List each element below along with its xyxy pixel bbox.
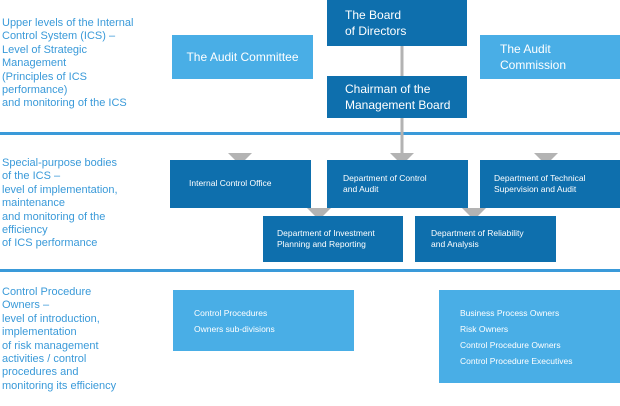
- owners-left-item: Owners sub-divisions: [194, 324, 275, 334]
- owners-right-item: Control Procedure Owners: [460, 340, 561, 350]
- arrow-control-audit-icon: [390, 153, 414, 165]
- owners-left-box: Control Procedures Owners sub-divisions: [173, 290, 354, 351]
- owners-right-box: Business Process Owners Risk Owners Cont…: [439, 290, 620, 383]
- divider-bottom: [0, 269, 620, 272]
- owners-right-item: Business Process Owners: [460, 308, 560, 318]
- owners-left-item: Control Procedures: [194, 308, 268, 318]
- arrow-technical-icon: [534, 153, 558, 165]
- board-of-directors-box: The Board of Directors: [327, 0, 467, 46]
- divider-top: [0, 132, 620, 135]
- owners-right-item: Control Procedure Executives: [460, 356, 573, 366]
- arrow-reliability-icon: [462, 208, 486, 220]
- arrow-investment-icon: [307, 208, 331, 220]
- section-label-owners: Control Procedure Owners – level of intr…: [2, 286, 117, 392]
- audit-committee-box: The Audit Committee: [172, 35, 313, 79]
- section-label-upper: Upper levels of the Internal Control Sys…: [2, 17, 134, 110]
- arrow-internal-control-icon: [228, 153, 252, 165]
- chairman-box: Chairman of the Management Board: [327, 76, 467, 118]
- section-label-special: Special-purpose bodies of the ICS – leve…: [2, 157, 118, 250]
- reliability-analysis-box: Department of Reliability and Analysis: [415, 216, 556, 262]
- investment-planning-box: Department of Investment Planning and Re…: [263, 216, 403, 262]
- internal-control-office-box: Internal Control Office: [170, 160, 311, 208]
- owners-right-item: Risk Owners: [460, 324, 509, 334]
- audit-commission-box: The Audit Commission: [480, 35, 620, 79]
- technical-supervision-box: Department of Technical Supervision and …: [480, 160, 620, 208]
- control-audit-box: Department of Control and Audit: [327, 160, 468, 208]
